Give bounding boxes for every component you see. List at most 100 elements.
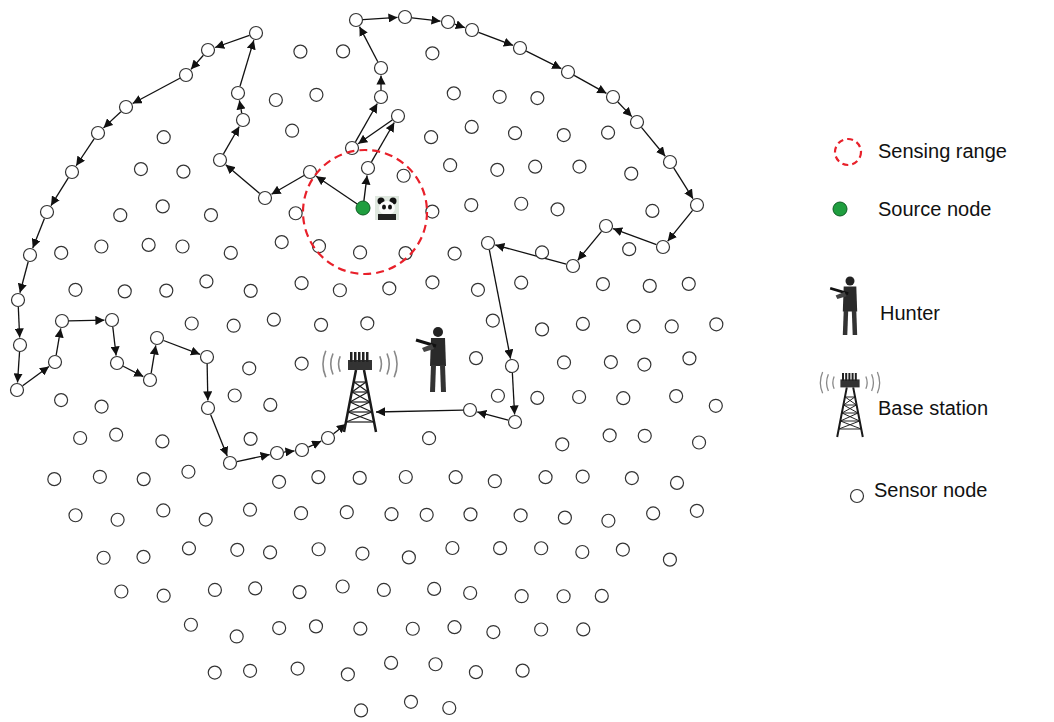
sensor-node (536, 323, 549, 336)
sensor-node (264, 398, 277, 411)
sensor-node (310, 88, 323, 101)
sensor-node (491, 389, 504, 402)
sensor-node (420, 508, 433, 521)
sensor-node (573, 390, 586, 403)
base-station-icon (323, 351, 397, 432)
route-arrow (211, 414, 228, 456)
sensor-node (657, 241, 670, 254)
sensor-node (531, 92, 544, 105)
sensor-node (663, 553, 676, 566)
sensor-node (466, 24, 479, 37)
sensor-node (244, 503, 257, 516)
sensor-node (231, 543, 244, 556)
sensor-node (602, 514, 615, 527)
sensor-node (595, 589, 608, 602)
sensor-node (683, 352, 696, 365)
legend-label: Base station (878, 396, 988, 420)
sensor-node (180, 69, 193, 82)
route-arrow (206, 364, 208, 401)
route-arrow (76, 139, 94, 166)
sensor-node (137, 550, 150, 563)
route-arrow (578, 231, 602, 260)
route-arrow (316, 176, 357, 204)
sensor-node (208, 666, 221, 679)
sensor-node (465, 199, 478, 212)
sensor-node (375, 91, 388, 104)
sensor-node (392, 110, 405, 123)
hunter-icon (830, 277, 857, 336)
sensor-node (516, 664, 529, 677)
sensor-node (295, 357, 308, 370)
sensor-node (56, 315, 69, 328)
sensor-node (514, 509, 527, 522)
route-arrow (477, 412, 508, 420)
sensor-node (444, 159, 457, 172)
sensor-node (515, 276, 528, 289)
sensor-node (144, 374, 157, 387)
route-arrow (223, 127, 239, 154)
sensor-node (115, 585, 128, 598)
base-station-icon (820, 372, 879, 437)
sensor-node (106, 314, 119, 327)
sensor-node (356, 547, 369, 560)
sensor-node (426, 47, 439, 60)
sensor-node (567, 260, 580, 273)
route-arrow (151, 345, 156, 373)
sensor-node (114, 209, 127, 222)
sensor-node (491, 163, 504, 176)
route-arrow (271, 176, 303, 195)
sensor-node (157, 589, 170, 602)
sensor-node (237, 114, 250, 127)
sensor-node (576, 545, 589, 558)
sensor-node (228, 389, 241, 402)
sensor-node (267, 313, 280, 326)
sensor-node (665, 320, 678, 333)
sensor-node (97, 551, 110, 564)
sensor-node (670, 390, 683, 403)
sensor-node (556, 438, 569, 451)
route-arrow (239, 100, 241, 113)
route-arrow (479, 32, 513, 45)
sensor-node (617, 392, 630, 405)
sensor-node (111, 513, 124, 526)
sensor-node (69, 509, 82, 522)
sensor-node (55, 394, 68, 407)
sensor-node (269, 94, 282, 107)
sensor-node (182, 542, 195, 555)
sensor-node (137, 473, 150, 486)
sensor-node (200, 275, 213, 288)
sensor-node (551, 203, 564, 216)
sensor-node (604, 356, 617, 369)
sensor-node (157, 131, 170, 144)
route-arrow (364, 175, 367, 201)
route-arrow (20, 262, 28, 293)
sensor-node (296, 444, 309, 457)
sensor-node (638, 358, 651, 371)
route-arrow (164, 340, 200, 354)
field-icons (303, 150, 446, 432)
route-arrow (674, 168, 693, 199)
panda-icon (375, 196, 399, 220)
route-arrow (489, 250, 510, 359)
legend-label: Sensor node (874, 478, 987, 502)
sensor-node (353, 471, 366, 484)
sensor-node (464, 404, 477, 417)
sensor-node (41, 206, 54, 219)
sensor-node (576, 470, 589, 483)
sensor-node (506, 360, 519, 373)
legend-label: Source node (878, 197, 991, 221)
sensor-node (423, 432, 436, 445)
legend-source-node (833, 202, 847, 216)
sensor-node (638, 429, 651, 442)
sensor-node (465, 120, 478, 133)
route-arrow (123, 366, 143, 376)
sensor-node (244, 432, 257, 445)
sensor-node (383, 282, 396, 295)
sensor-node (577, 623, 590, 636)
sensor-node (49, 356, 62, 369)
legend-label: Sensing range (878, 139, 1007, 163)
sensor-node (464, 587, 477, 600)
sensor-node (406, 622, 419, 635)
sensor-node (243, 362, 256, 375)
